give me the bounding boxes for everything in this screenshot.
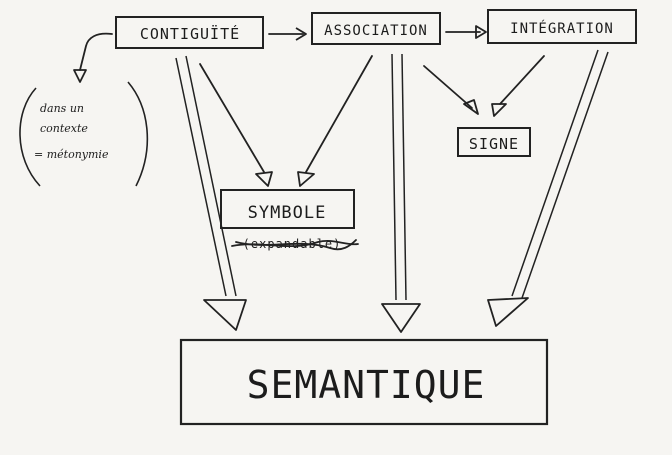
node-contiguite: CONTIGUÏTÉ	[115, 16, 264, 49]
note-line-2: contexte	[40, 122, 88, 135]
integration-label: INTÉGRATION	[510, 20, 614, 37]
arrow-contiguite-semantique	[175, 55, 247, 331]
strike-scribble-2	[235, 239, 357, 251]
node-signe: SIGNE	[457, 127, 531, 157]
node-symbole: SYMBOLE (expandable)	[220, 189, 359, 251]
arrow-association-semantique	[381, 53, 421, 333]
side-note: dans un contexte = métonymie	[19, 81, 149, 187]
arrow-contiguite-association	[268, 27, 307, 41]
signe-box	[457, 127, 531, 157]
semantique-label: SEMANTIQUE	[247, 363, 486, 407]
note-line-1: dans un	[40, 102, 84, 115]
association-label: ASSOCIATION	[324, 23, 428, 39]
note-line-3: = métonymie	[34, 148, 109, 161]
left-paren	[19, 87, 41, 187]
contiguite-box	[115, 16, 264, 49]
signe-label: SIGNE	[469, 135, 519, 153]
association-box	[311, 12, 441, 45]
arrow-contiguite-note	[73, 32, 113, 83]
node-semantique: SEMANTIQUE	[179, 338, 549, 426]
arrow-association-integration	[445, 25, 487, 39]
arrow-association-signe	[423, 65, 479, 115]
arrow-contiguite-symbole	[199, 63, 273, 187]
node-integration: INTÉGRATION	[487, 9, 637, 44]
right-paren	[127, 81, 149, 187]
symbole-box	[220, 189, 355, 229]
contiguite-label: CONTIGUÏTÉ	[140, 24, 240, 43]
integration-box	[487, 9, 637, 44]
node-association: ASSOCIATION	[311, 12, 441, 45]
arrow-integration-signe	[491, 55, 545, 117]
arrow-association-symbole	[297, 55, 373, 187]
semantique-box	[179, 338, 549, 426]
arrow-integration-semantique	[487, 49, 609, 327]
symbole-label: SYMBOLE	[248, 203, 327, 223]
